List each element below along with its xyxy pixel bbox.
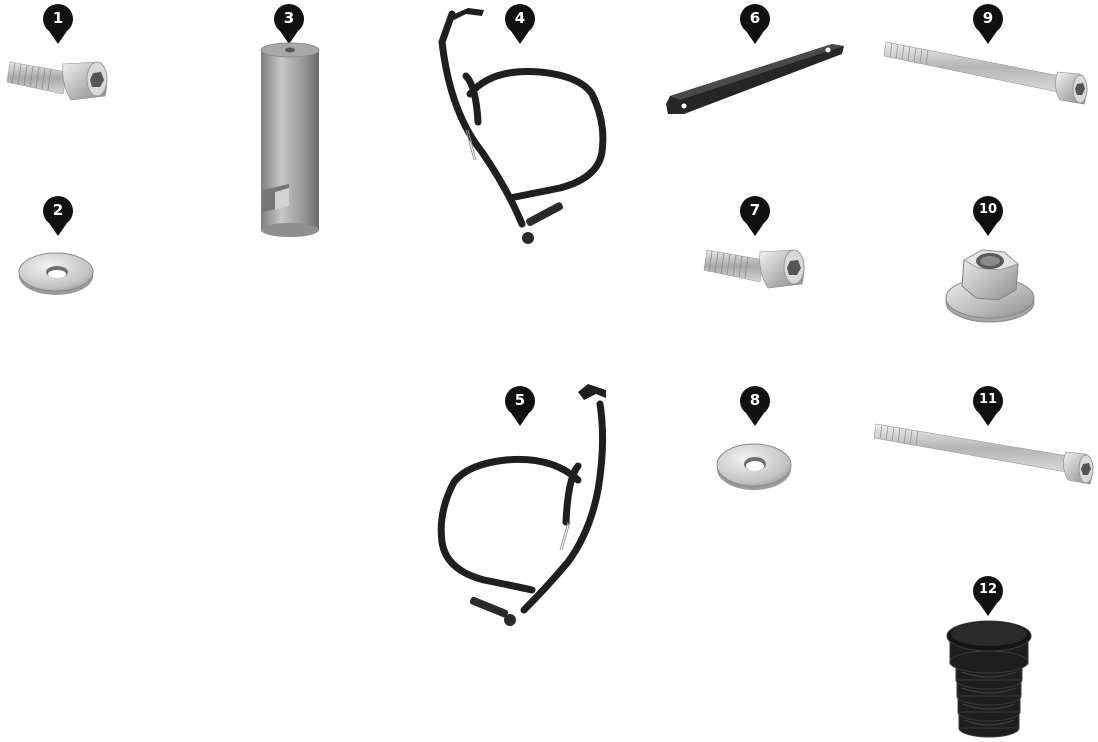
marker-label: 12 — [971, 579, 1005, 601]
crash-bar-icon — [428, 382, 618, 632]
marker-label: 9 — [971, 7, 1005, 29]
marker-label: 11 — [971, 389, 1005, 411]
marker-label: 7 — [738, 199, 772, 221]
marker-7: 7 — [738, 196, 772, 238]
marker-label: 10 — [971, 199, 1005, 221]
long-bolt-icon — [882, 38, 1094, 114]
marker-label: 8 — [738, 389, 772, 411]
marker-label: 3 — [272, 7, 306, 29]
marker-1: 1 — [41, 4, 75, 46]
marker-3: 3 — [272, 4, 306, 46]
bracket-plate-icon — [660, 34, 850, 124]
marker-2: 2 — [41, 196, 75, 238]
marker-10: 10 — [971, 196, 1005, 238]
spacer-icon — [255, 42, 325, 238]
marker-label: 1 — [41, 7, 75, 29]
bolt-icon — [702, 238, 812, 298]
flange-nut-icon — [942, 240, 1038, 326]
washer-icon — [16, 250, 96, 298]
washer-icon — [714, 438, 794, 494]
long-bolt-icon — [872, 416, 1098, 492]
end-cap-icon — [940, 612, 1038, 740]
bolt-icon — [5, 50, 115, 110]
marker-label: 6 — [738, 7, 772, 29]
marker-8: 8 — [738, 386, 772, 428]
crash-bar-icon — [430, 2, 615, 252]
marker-label: 2 — [41, 199, 75, 221]
